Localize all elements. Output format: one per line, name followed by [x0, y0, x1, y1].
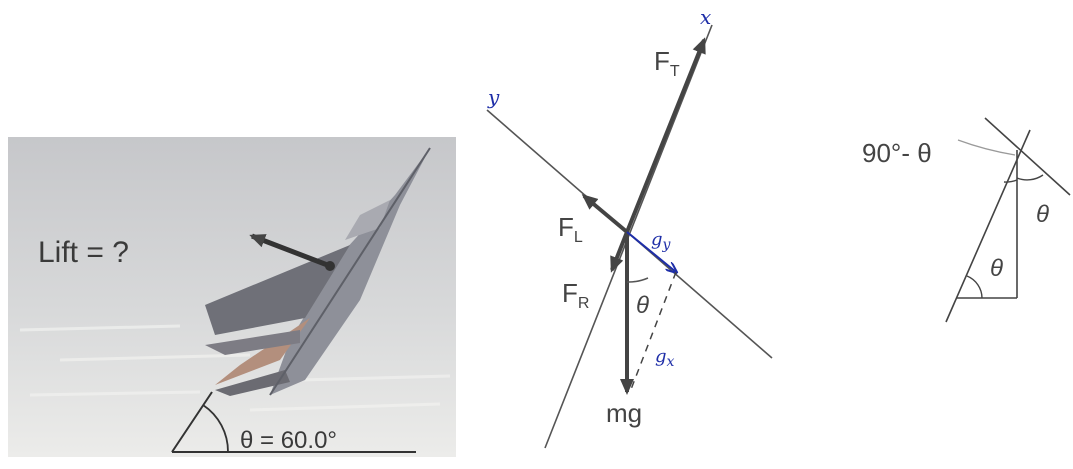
lift-arrow	[249, 233, 331, 269]
fighter-jet	[205, 147, 431, 396]
lift-force-arrow	[581, 194, 629, 234]
thrust-label: FT	[654, 46, 680, 80]
complement-leader-line	[957, 139, 1016, 156]
g-y-label-sub: y	[662, 237, 672, 253]
lift-arrow-origin	[325, 261, 335, 271]
g-x-dashed-line	[629, 271, 677, 393]
lift-force-label-sub: L	[574, 229, 583, 246]
thrust-label-sub: T	[670, 63, 680, 80]
geometry-top-arc	[1016, 174, 1044, 181]
haze-streaks	[19, 324, 451, 412]
angle-geometry: 90°- θ θ θ	[862, 117, 1071, 323]
lift-label: Lift = ?	[38, 236, 129, 269]
geometry-incline-line	[984, 117, 1071, 196]
geometry-bottom-arc	[966, 275, 983, 299]
drag-label: FR	[562, 278, 589, 312]
drag-label-sub: R	[578, 295, 590, 312]
geometry-inner-arc	[1003, 179, 1018, 183]
geometry-theta-upper: θ	[1036, 201, 1049, 228]
angle-arc	[202, 404, 229, 453]
y-axis-label: y	[487, 85, 500, 109]
theta-label: θ	[636, 292, 649, 319]
theta-arc	[626, 277, 649, 283]
geometry-hypotenuse	[945, 129, 1031, 323]
complement-angle-label: 90°- θ	[862, 138, 932, 168]
g-y-label: gy	[651, 229, 672, 253]
angle-label: θ = 60.0°	[240, 427, 337, 454]
weight-label: mg	[606, 398, 642, 428]
jet-photo-panel: Lift = ? θ = 60.0°	[8, 137, 456, 457]
thrust-arrow	[625, 37, 706, 233]
free-body-diagram: x y FT FL FR mg θ gy gx	[486, 5, 773, 449]
flight-path-line	[171, 391, 213, 453]
g-y-label-main: g	[651, 229, 663, 250]
lift-force-label-main: F	[558, 212, 574, 242]
geometry-theta-lower: θ	[990, 255, 1003, 282]
drag-label-main: F	[562, 278, 578, 308]
drag-arrow	[610, 231, 629, 273]
lift-force-label: FL	[558, 212, 583, 246]
g-y-component-arrow	[626, 231, 676, 272]
g-x-label-sub: x	[667, 354, 675, 370]
x-axis-label: x	[700, 5, 711, 29]
g-x-label: gx	[655, 346, 675, 370]
g-x-label-main: g	[655, 346, 667, 367]
thrust-label-main: F	[654, 46, 670, 76]
